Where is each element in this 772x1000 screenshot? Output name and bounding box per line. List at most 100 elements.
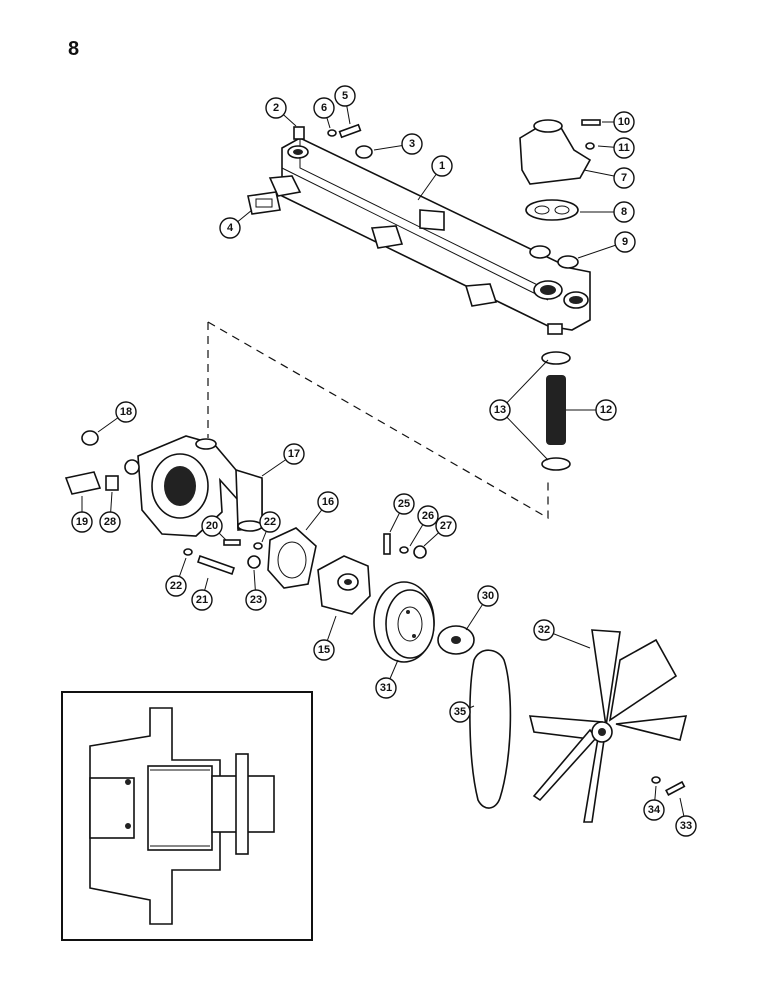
hose-clamp-upper [541,351,571,365]
callout-number-13: 13 [494,404,506,416]
callout-number-2: 2 [273,102,279,114]
callout-circle-12 [595,399,617,421]
callout-number-34: 34 [648,804,661,816]
callout-number-5: 5 [342,90,348,102]
callout-number-3: 3 [409,138,415,150]
callout-number-31: 31 [380,682,392,694]
nut-27 [413,545,427,559]
callout-leader-13 [499,409,549,461]
nut-23 [247,555,261,569]
callout-circle-32 [533,619,555,641]
callout-28: 28 [99,491,121,533]
callout-21: 21 [191,577,213,611]
callout-number-1: 1 [439,160,445,172]
thermostats-9 [529,245,579,269]
washer-22-right [253,542,263,550]
callout-circle-16 [317,491,339,513]
callout-number-25: 25 [398,498,410,510]
callout-31: 31 [375,659,399,699]
water-pump [317,555,371,615]
alignment-line-diagonal [207,321,549,520]
callout-13: 13 [489,359,549,461]
callout-circle-13 [489,399,511,421]
callout-22: 22 [165,557,187,597]
hose-12 [546,375,566,445]
callout-circle-10 [613,111,635,133]
callout-number-27: 27 [440,520,452,532]
callout-circle-2 [265,97,287,119]
pulley [373,581,435,663]
washer-34 [651,776,661,784]
stud-25 [383,533,391,555]
callout-18: 18 [97,401,137,433]
callout-circle-4 [219,217,241,239]
page-number: 8 [68,38,80,60]
callout-circle-21 [191,589,213,611]
callout-number-22: 22 [170,580,182,592]
bolt-21 [196,554,236,576]
callout-34: 34 [643,785,665,821]
fan-hub [437,625,475,655]
callout-circle-9 [614,231,636,253]
callout-number-26: 26 [422,510,434,522]
callout-number-18: 18 [120,406,132,418]
hose-clamp-lower [541,457,571,471]
callout-2: 2 [265,97,297,127]
callout-23: 23 [245,569,267,611]
callout-number-6: 6 [321,102,327,114]
callout-circle-22 [259,511,281,533]
callout-16: 16 [305,491,339,531]
callout-number-12: 12 [600,404,612,416]
gasket-16 [267,527,317,589]
callout-number-32: 32 [538,624,550,636]
callout-number-10: 10 [618,116,630,128]
washer-11 [585,142,595,150]
callout-circle-11 [613,137,635,159]
callout-number-33: 33 [680,820,692,832]
callout-number-19: 19 [76,516,88,528]
callout-5: 5 [334,85,356,125]
fitting-28 [105,475,119,491]
callout-22: 22 [259,511,281,543]
callout-circle-6 [313,97,335,119]
callout-circle-28 [99,511,121,533]
callout-circle-20 [201,515,223,537]
gasket-19 [64,471,102,495]
plug-2 [293,126,305,140]
callout-circle-25 [393,493,415,515]
callout-number-28: 28 [104,516,116,528]
callout-17: 17 [261,443,305,477]
callout-6: 6 [313,97,335,129]
callout-number-4: 4 [227,222,234,234]
bolt-10 [581,119,601,126]
callout-35: 35 [449,701,475,723]
callout-27: 27 [423,515,457,547]
callout-number-23: 23 [250,594,262,606]
callout-number-20: 20 [206,520,218,532]
callout-circle-23 [245,589,267,611]
water-manifold [268,137,591,335]
callout-3: 3 [373,133,423,155]
gasket-4 [247,191,281,215]
callout-11: 11 [597,137,635,159]
callout-circle-17 [283,443,305,465]
bolt-33 [665,780,686,796]
callout-circle-33 [675,815,697,837]
fan-belt [469,649,512,809]
callout-10: 10 [602,111,635,133]
washer-22-left [183,548,193,556]
callout-circle-18 [115,401,137,423]
callout-32: 32 [533,619,591,649]
callout-number-16: 16 [322,496,334,508]
callout-number-9: 9 [622,236,628,248]
callout-circle-22 [165,575,187,597]
plug-18 [81,430,99,446]
callout-7: 7 [583,167,635,189]
callout-number-30: 30 [482,590,494,602]
inset-cutaway-view [61,691,313,941]
callout-30: 30 [465,585,499,631]
callout-4: 4 [219,209,253,239]
callout-circle-31 [375,677,397,699]
